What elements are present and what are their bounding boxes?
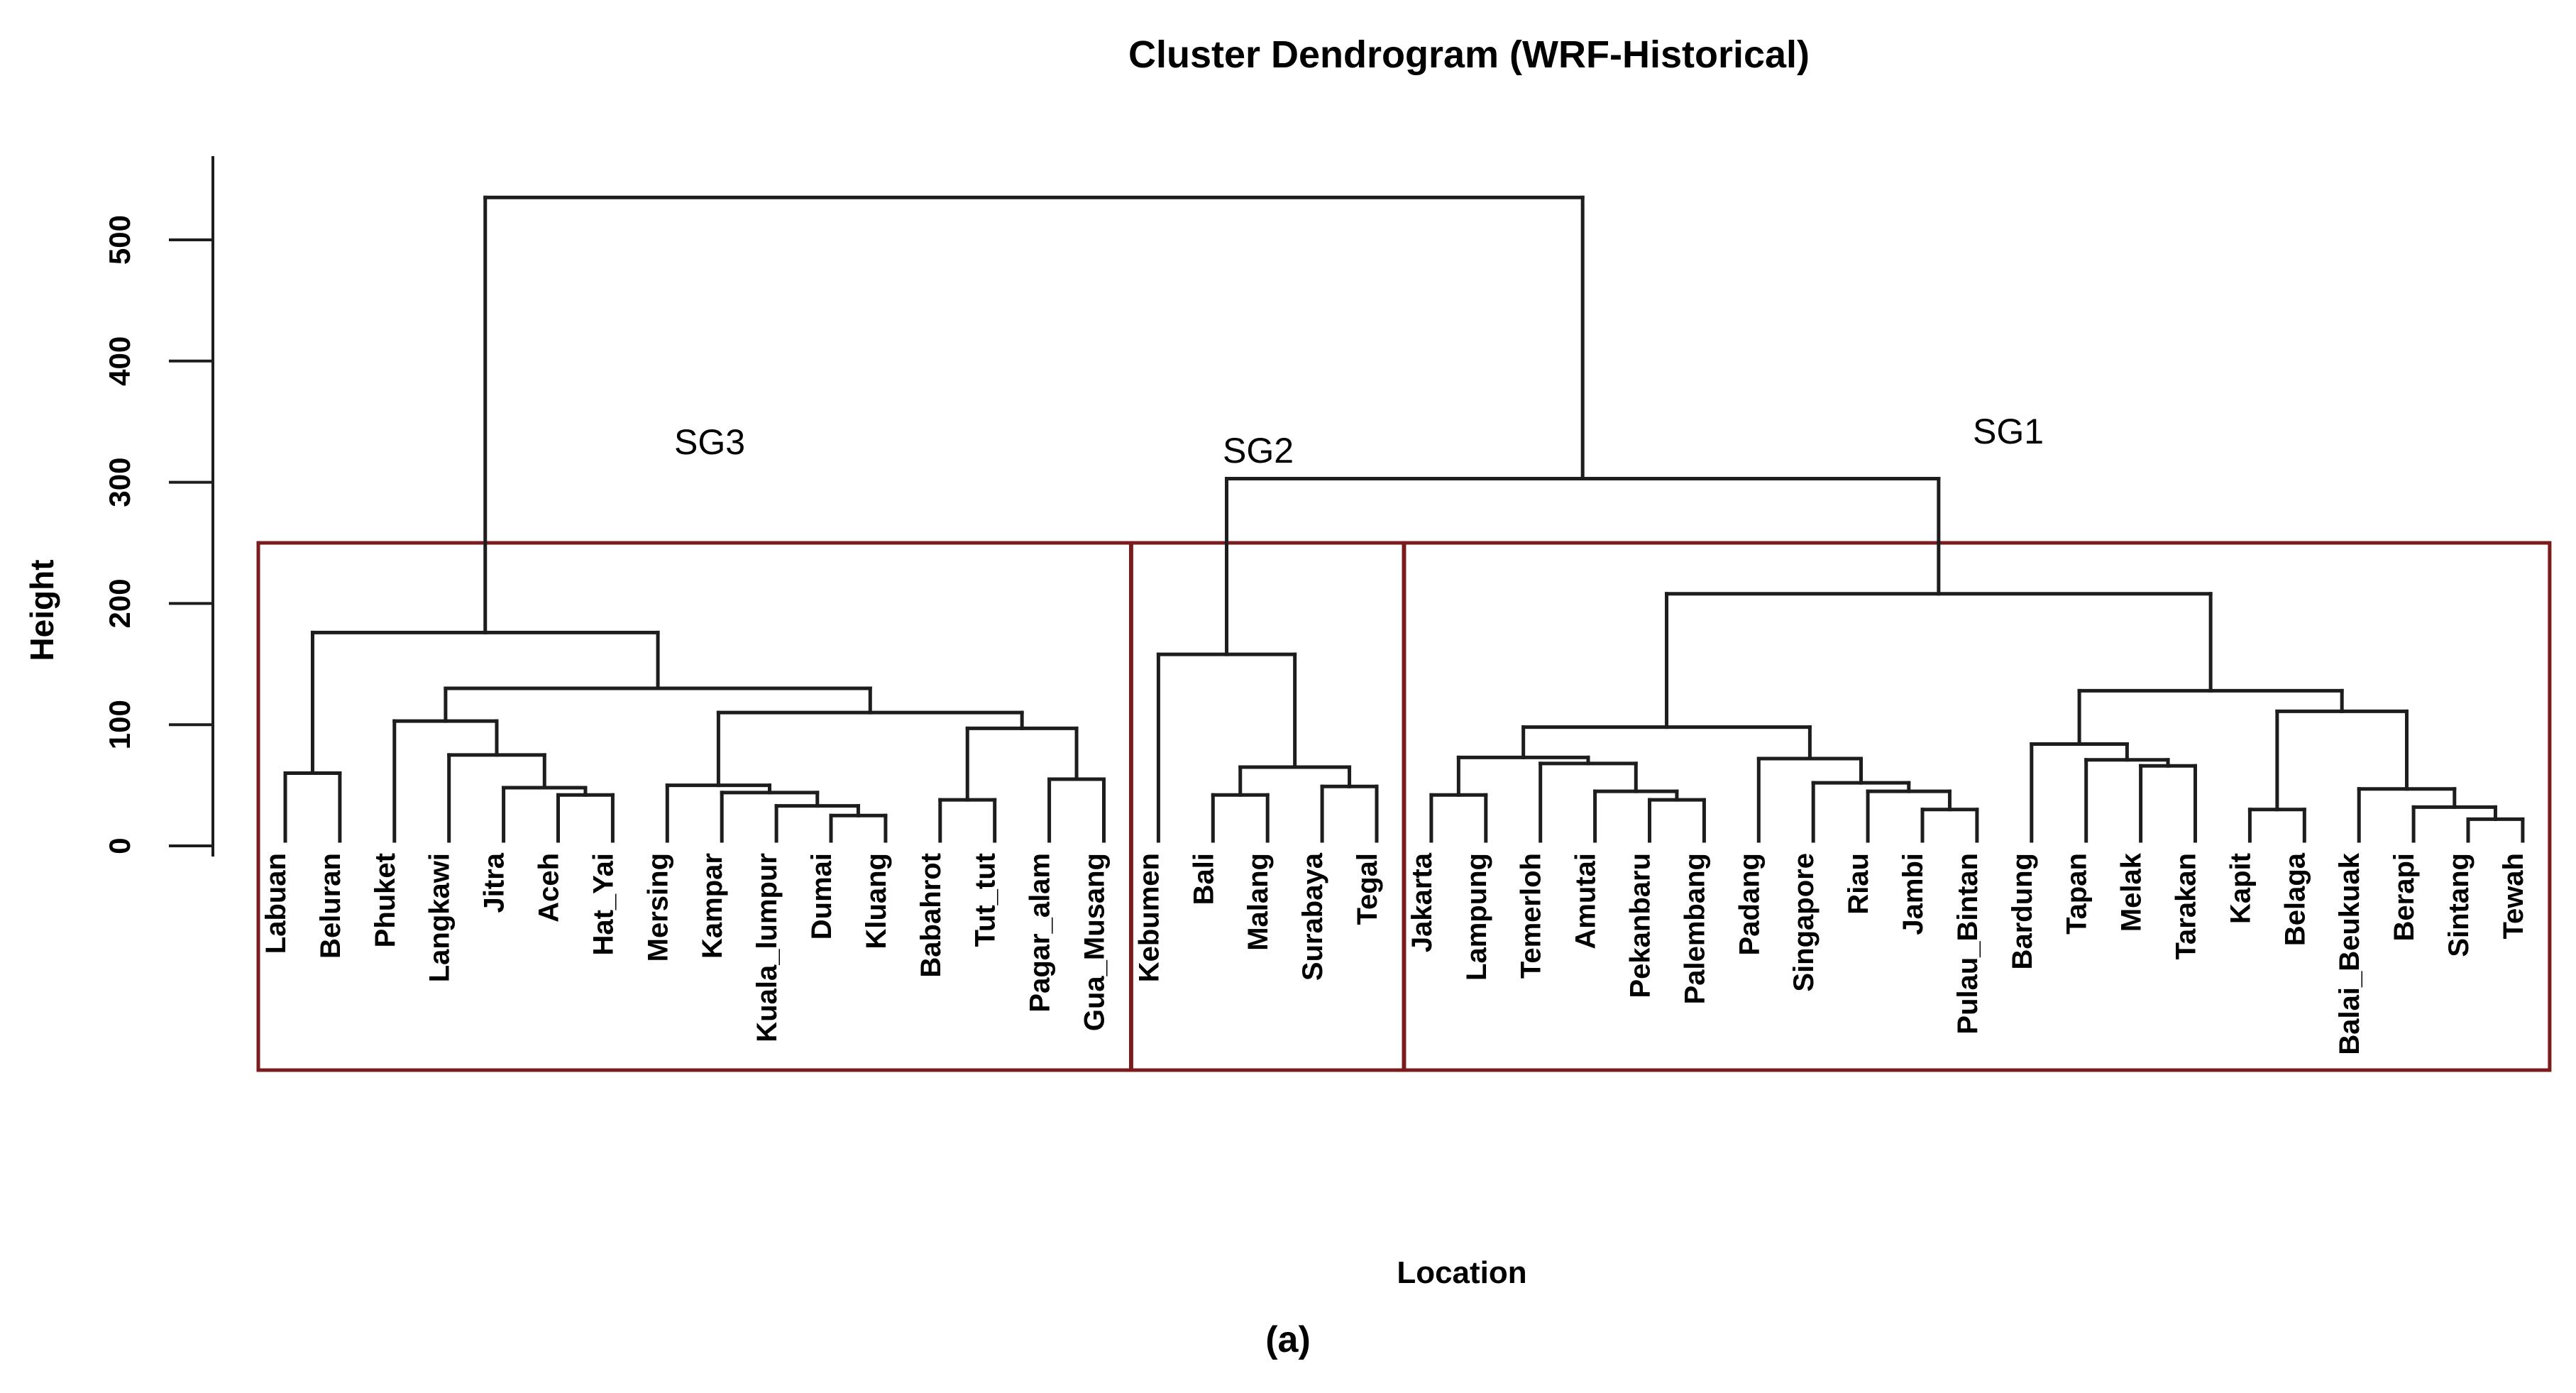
x-axis-label: Location xyxy=(1397,1255,1526,1290)
leaf-label: Balai_Beukuak xyxy=(2334,852,2365,1055)
leaf-label: Belaga xyxy=(2279,852,2311,946)
y-tick-label: 0 xyxy=(103,837,136,854)
y-axis-label: Height xyxy=(23,559,60,661)
leaf-label: Kuala_lumpur xyxy=(752,853,783,1042)
leaf-label: Tegal xyxy=(1352,853,1383,925)
leaf-label: Pulau_Bintan xyxy=(1952,853,1983,1035)
leaf-label: Sintang xyxy=(2443,853,2475,957)
leaf-label: Palembang xyxy=(1679,853,1710,1004)
y-tick-label: 300 xyxy=(103,458,136,507)
leaf-label: Bali xyxy=(1188,853,1219,905)
leaf-label: Surabaya xyxy=(1297,852,1328,981)
leaf-label: Lampung xyxy=(1461,853,1492,981)
leaf-label: Mersing xyxy=(642,853,673,962)
leaf-label: Labuan xyxy=(260,853,292,954)
leaf-label: Tewah xyxy=(2498,853,2529,940)
cluster-box-sg1 xyxy=(1402,541,2552,1072)
leaf-label: Jitra xyxy=(479,852,510,913)
group-label-sg1: SG1 xyxy=(1973,412,2044,451)
leaf-label: Kebumen xyxy=(1133,853,1165,982)
leaf-label: Jakarta xyxy=(1407,852,1438,952)
group-label-sg2: SG2 xyxy=(1223,431,1294,470)
leaf-label: Tut_tut xyxy=(970,853,1001,947)
leaf-label: Beluran xyxy=(315,853,346,959)
leaf-label: Malang xyxy=(1243,853,1274,951)
leaf-label: Bardung xyxy=(2007,853,2038,969)
leaf-label: Aceh xyxy=(534,853,565,923)
leaf-label: Amutai xyxy=(1570,853,1602,949)
leaf-label: Dumai xyxy=(806,853,837,940)
leaf-label: Melak xyxy=(2116,852,2147,932)
y-tick-label: 100 xyxy=(103,700,136,749)
leaf-label: Phuket xyxy=(370,853,401,947)
leaf-label: Berapi xyxy=(2389,853,2420,942)
cluster-box-sg3 xyxy=(256,541,1133,1072)
y-tick-label: 500 xyxy=(103,215,136,265)
leaf-label: Langkawi xyxy=(424,853,456,982)
leaf-label: Pagar_alam xyxy=(1025,853,1056,1013)
y-tick-label: 200 xyxy=(103,578,136,628)
group-label-sg3: SG3 xyxy=(674,422,745,462)
leaf-label: Riau xyxy=(1843,853,1874,915)
leaf-label: Jambi xyxy=(1898,853,1929,935)
figure-caption: (a) xyxy=(1265,1319,1311,1360)
leaf-label: Kampar xyxy=(697,853,728,959)
chart-title: Cluster Dendrogram (WRF-Historical) xyxy=(1128,33,1810,76)
leaf-label: Padang xyxy=(1734,853,1765,955)
leaf-label: Tapan xyxy=(2062,853,2093,935)
y-tick-label: 400 xyxy=(103,336,136,386)
leaf-label: Babahrot xyxy=(915,853,947,978)
leaf-label: Gua_Musang xyxy=(1079,853,1111,1031)
leaf-label: Tarakan xyxy=(2171,853,2202,959)
leaf-label: Pekanbaru xyxy=(1625,853,1656,998)
leaf-label: Temerloh xyxy=(1516,853,1547,979)
leaf-label: Kluang xyxy=(861,853,892,949)
leaf-label: Kapit xyxy=(2225,853,2256,924)
leaf-label: Hat_Yai xyxy=(588,853,619,956)
leaf-label: Singapore xyxy=(1788,853,1820,992)
